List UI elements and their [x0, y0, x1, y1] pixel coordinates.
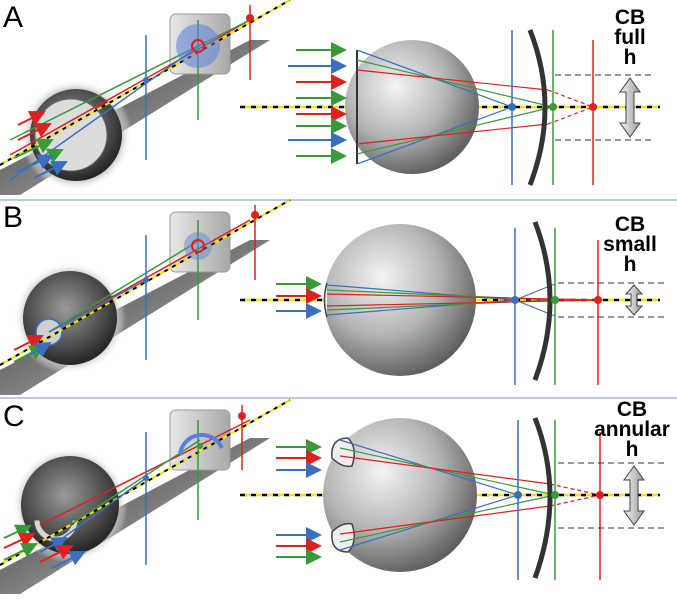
cb-label: CB — [616, 398, 648, 421]
sphere — [21, 456, 119, 554]
annular-contact-top — [331, 437, 355, 468]
cb-type: annular — [594, 418, 670, 441]
sphere — [323, 418, 477, 572]
panel-c-perspective — [0, 399, 291, 594]
panel-label-b: B — [3, 201, 24, 234]
height-label: h — [623, 253, 637, 276]
height-label: h — [623, 46, 637, 69]
height-arrow — [624, 284, 644, 316]
height-label: h — [625, 438, 639, 461]
panel-b-cross-section — [240, 221, 664, 385]
curved-reflector — [532, 221, 553, 381]
panel-b-perspective — [0, 199, 291, 395]
blur-circle — [184, 232, 212, 260]
small-contact-face — [323, 282, 328, 318]
panel-label-a: A — [3, 1, 24, 34]
sphere — [345, 40, 479, 174]
sphere — [324, 224, 476, 376]
panel-label-c: C — [3, 400, 25, 433]
cb-annotation-a: CB full h — [590, 6, 670, 69]
panel-a-cross-section — [240, 29, 660, 186]
cb-annotation-c: CB annular h — [592, 398, 672, 461]
cb-label: CB — [614, 213, 646, 236]
cb-type: full — [614, 26, 646, 49]
height-arrow — [623, 465, 645, 526]
panel-a-perspective — [0, 0, 291, 195]
height-arrow — [619, 77, 641, 138]
cb-annotation-b: CB small h — [590, 213, 670, 276]
cb-label: CB — [614, 6, 646, 29]
annular-contact-bottom — [331, 522, 355, 553]
cb-type: small — [603, 233, 657, 256]
blur-ring — [178, 433, 224, 456]
panel-c-cross-section — [240, 417, 664, 580]
curved-reflector — [527, 29, 548, 186]
curved-reflector — [532, 417, 553, 579]
blur-circle — [176, 24, 220, 68]
